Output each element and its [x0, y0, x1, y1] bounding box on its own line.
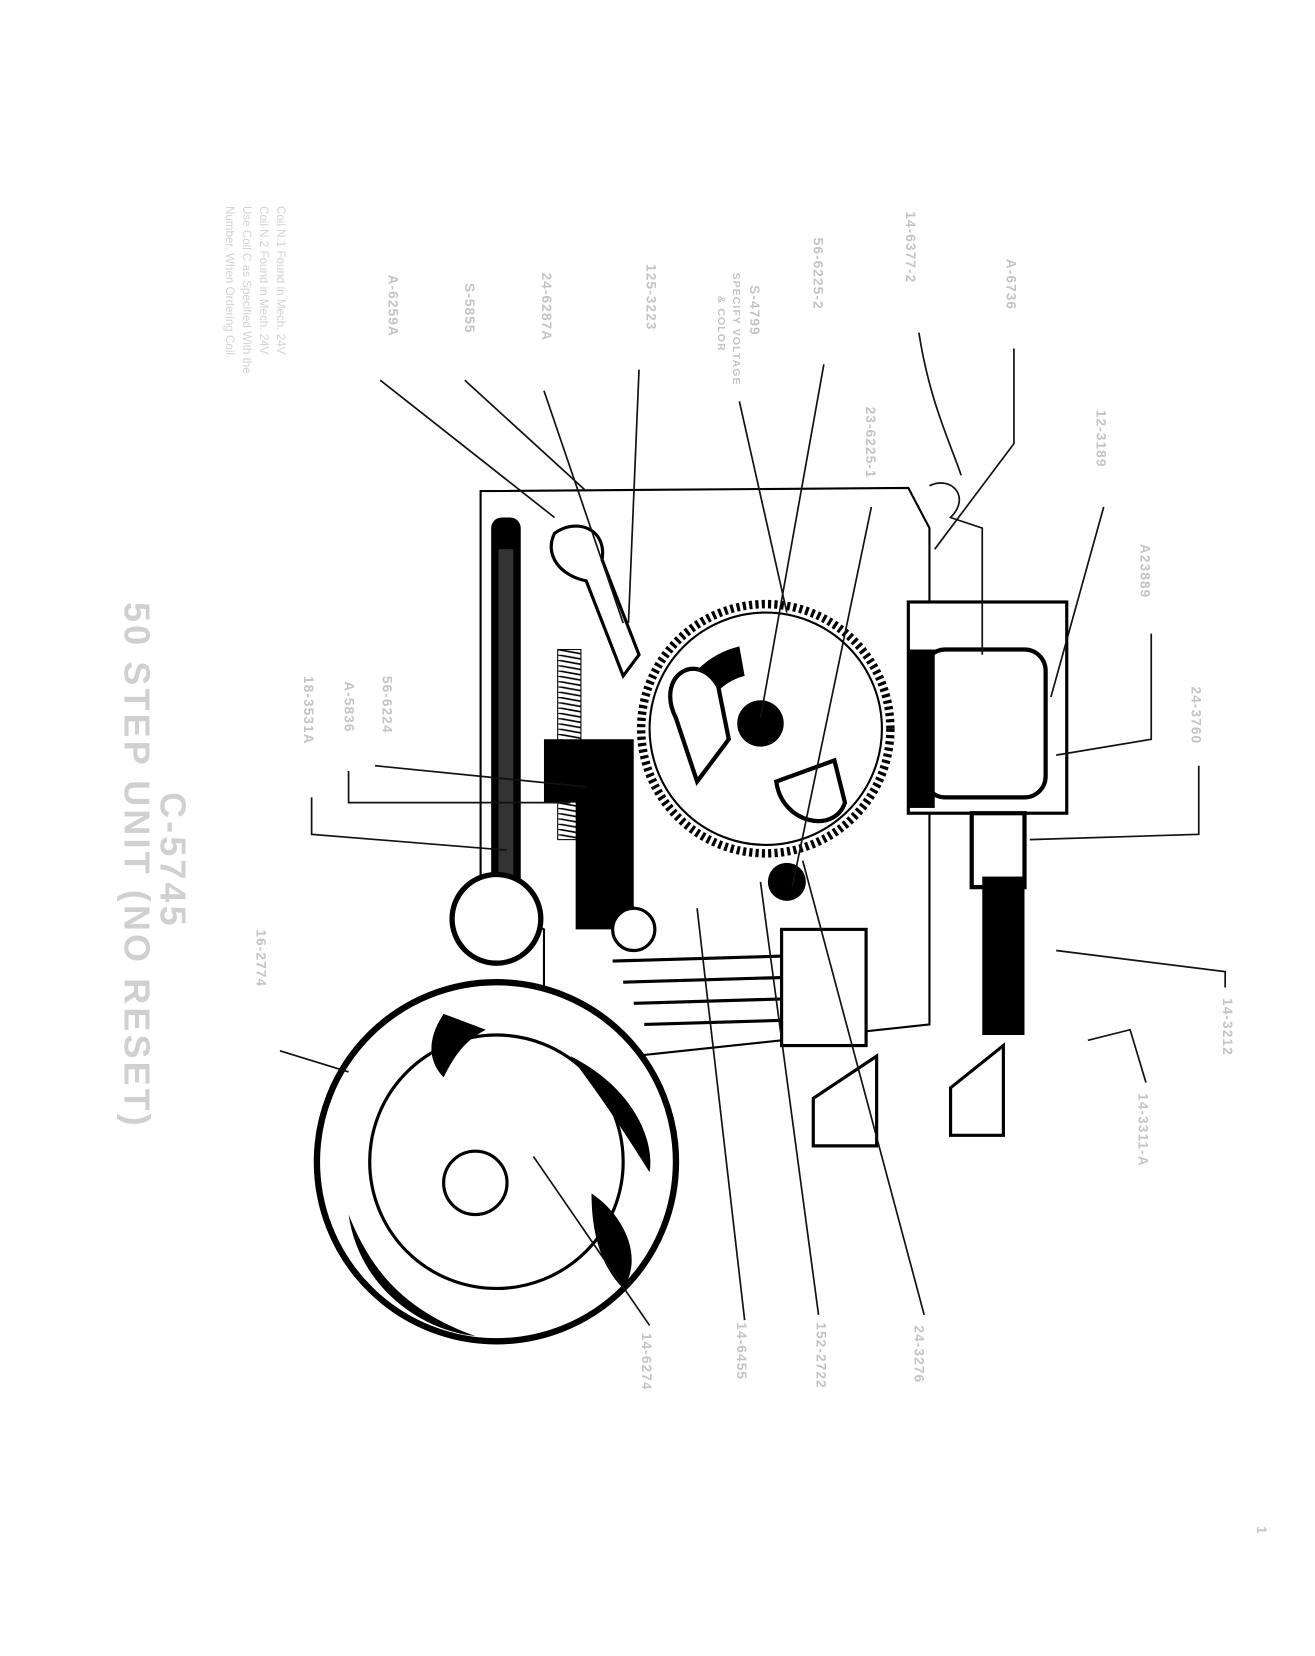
label-24-3276: 24-3276 [912, 1325, 927, 1383]
label-s5855: S-5855 [462, 283, 477, 334]
roller [449, 871, 544, 966]
label-18-3531a: 18-3531A [301, 676, 316, 745]
label-a5836: A-5836 [341, 681, 356, 732]
part-labels: A-6259A S-5855 24-6287A 125-3223 S-4799 … [254, 211, 1235, 1390]
coil [922, 647, 1048, 800]
label-14-6274: 14-6274 [639, 1333, 654, 1391]
label-14-6377-2: 14-6377-2 [903, 211, 918, 283]
label-152-2722: 152-2722 [813, 1322, 828, 1388]
mechanism-drawing [313, 482, 1069, 1345]
label-56-6224: 56-6224 [379, 676, 394, 734]
label-12-3189: 12-3189 [1093, 410, 1108, 468]
label-and-color: & COLOR [715, 296, 727, 352]
gear-slot [668, 666, 732, 787]
contact-block [780, 927, 868, 1048]
leader-lines [279, 332, 1227, 1326]
svg-text:Coil N.2 Found in Mech. 24V: Coil N.2 Found in Mech. 24V [257, 206, 270, 355]
label-a6259a: A-6259A [386, 275, 401, 337]
svg-text:Coil N.1 Found in Mech. 24V: Coil N.1 Found in Mech. 24V [274, 206, 287, 355]
label-24-3760: 24-3760 [1188, 686, 1203, 744]
label-specify-voltage: SPECIFY VOLTAGE [730, 272, 742, 385]
label-14-3311a: 14-3311-A [1136, 1093, 1151, 1167]
label-a23889: A23889 [1138, 544, 1153, 598]
label-14-6455: 14-6455 [734, 1322, 749, 1380]
label-125-3223: 125-3223 [643, 264, 658, 330]
page-number: 1 [1254, 1526, 1269, 1535]
label-23-6225-1: 23-6225-1 [863, 407, 878, 479]
bell-hub [442, 1149, 509, 1217]
svg-text:Use Coil C as Specified With t: Use Coil C as Specified With the [240, 206, 253, 374]
diagram-part-number: C-5745 [153, 792, 193, 929]
svg-text:Number. When Ordering Coil.: Number. When Ordering Coil. [223, 206, 236, 358]
label-56-6225-2: 56-6225-2 [810, 238, 825, 310]
label-24-6287a: 24-6287A [539, 272, 554, 341]
label-s4799: S-4799 [747, 285, 762, 336]
mounting-feet [811, 1042, 1005, 1148]
label-a6736: A-6736 [1004, 259, 1019, 310]
pawl-arm [549, 524, 641, 680]
coil-note: Coil N.1 Found in Mech. 24V Coil N.2 Fou… [223, 206, 287, 374]
label-16-2774: 16-2774 [254, 929, 269, 987]
gear-hub [737, 700, 784, 747]
label-14-3212: 14-3212 [1220, 998, 1235, 1056]
shaft [982, 876, 1025, 1035]
diagram-title: 50 STEP UNIT (NO RESET) [117, 602, 157, 1129]
